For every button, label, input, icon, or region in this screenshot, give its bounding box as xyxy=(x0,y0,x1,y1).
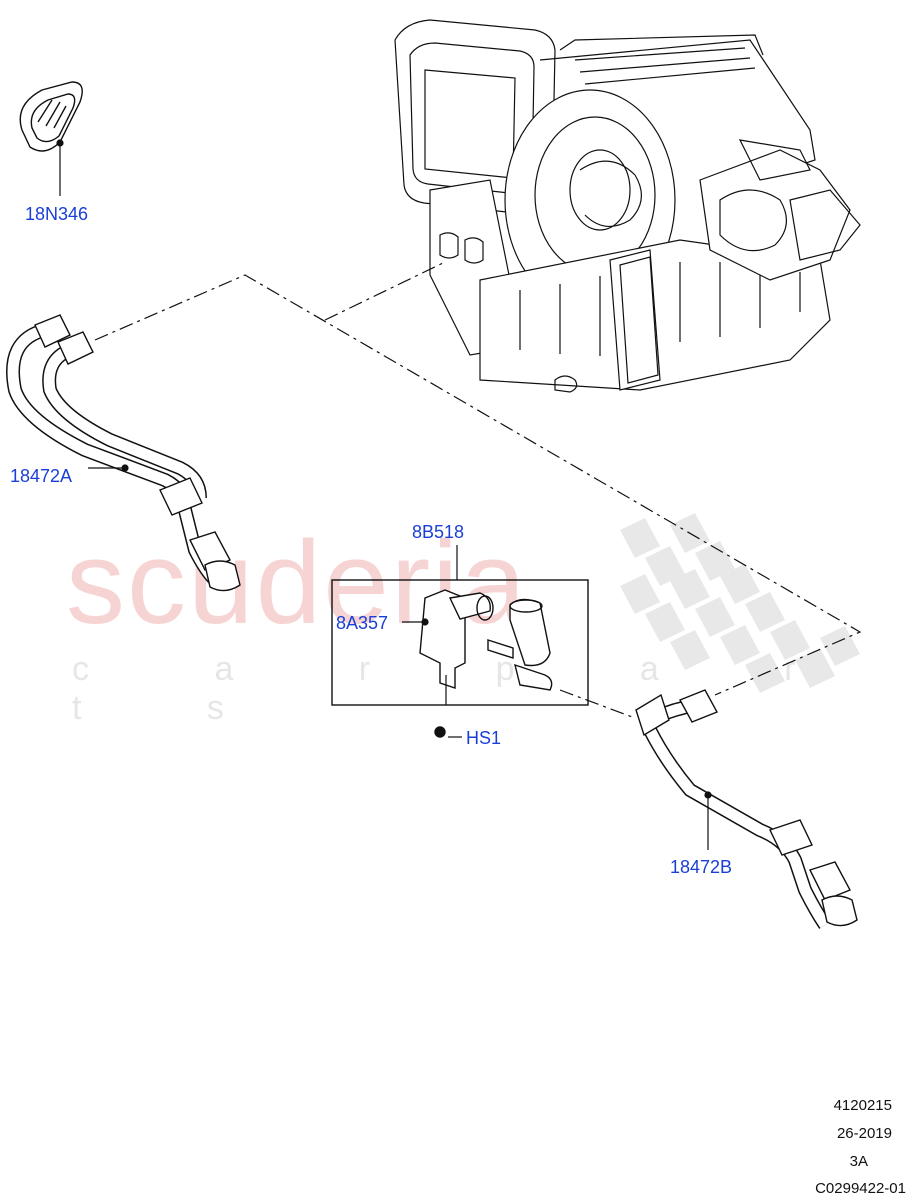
hose-lower-drawing xyxy=(635,689,858,929)
pump-assembly-drawing xyxy=(331,579,589,738)
grommet-drawing xyxy=(19,81,83,152)
footer-rev: 3A xyxy=(849,1153,868,1170)
callout-bracket[interactable]: 8A357 xyxy=(336,613,389,633)
connection-lines xyxy=(94,261,862,719)
callout-pump-assembly[interactable]: 8B518 xyxy=(412,522,465,542)
callout-screw[interactable]: HS1 xyxy=(466,728,502,748)
hose-upper-drawing xyxy=(6,314,241,592)
callout-grommet[interactable]: 18N346 xyxy=(25,204,89,224)
footer-code: 4120215 xyxy=(833,1097,892,1114)
callout-hose-lower[interactable]: 18472B xyxy=(670,857,733,877)
footer-date: 26-2019 xyxy=(836,1125,892,1142)
footer-ref: C0299422-01 xyxy=(815,1180,906,1197)
checkered-flag-watermark xyxy=(620,513,860,693)
hvac-unit-drawing xyxy=(394,19,861,393)
leader-lines xyxy=(56,139,712,850)
callout-hose-upper[interactable]: 18472A xyxy=(10,466,73,486)
